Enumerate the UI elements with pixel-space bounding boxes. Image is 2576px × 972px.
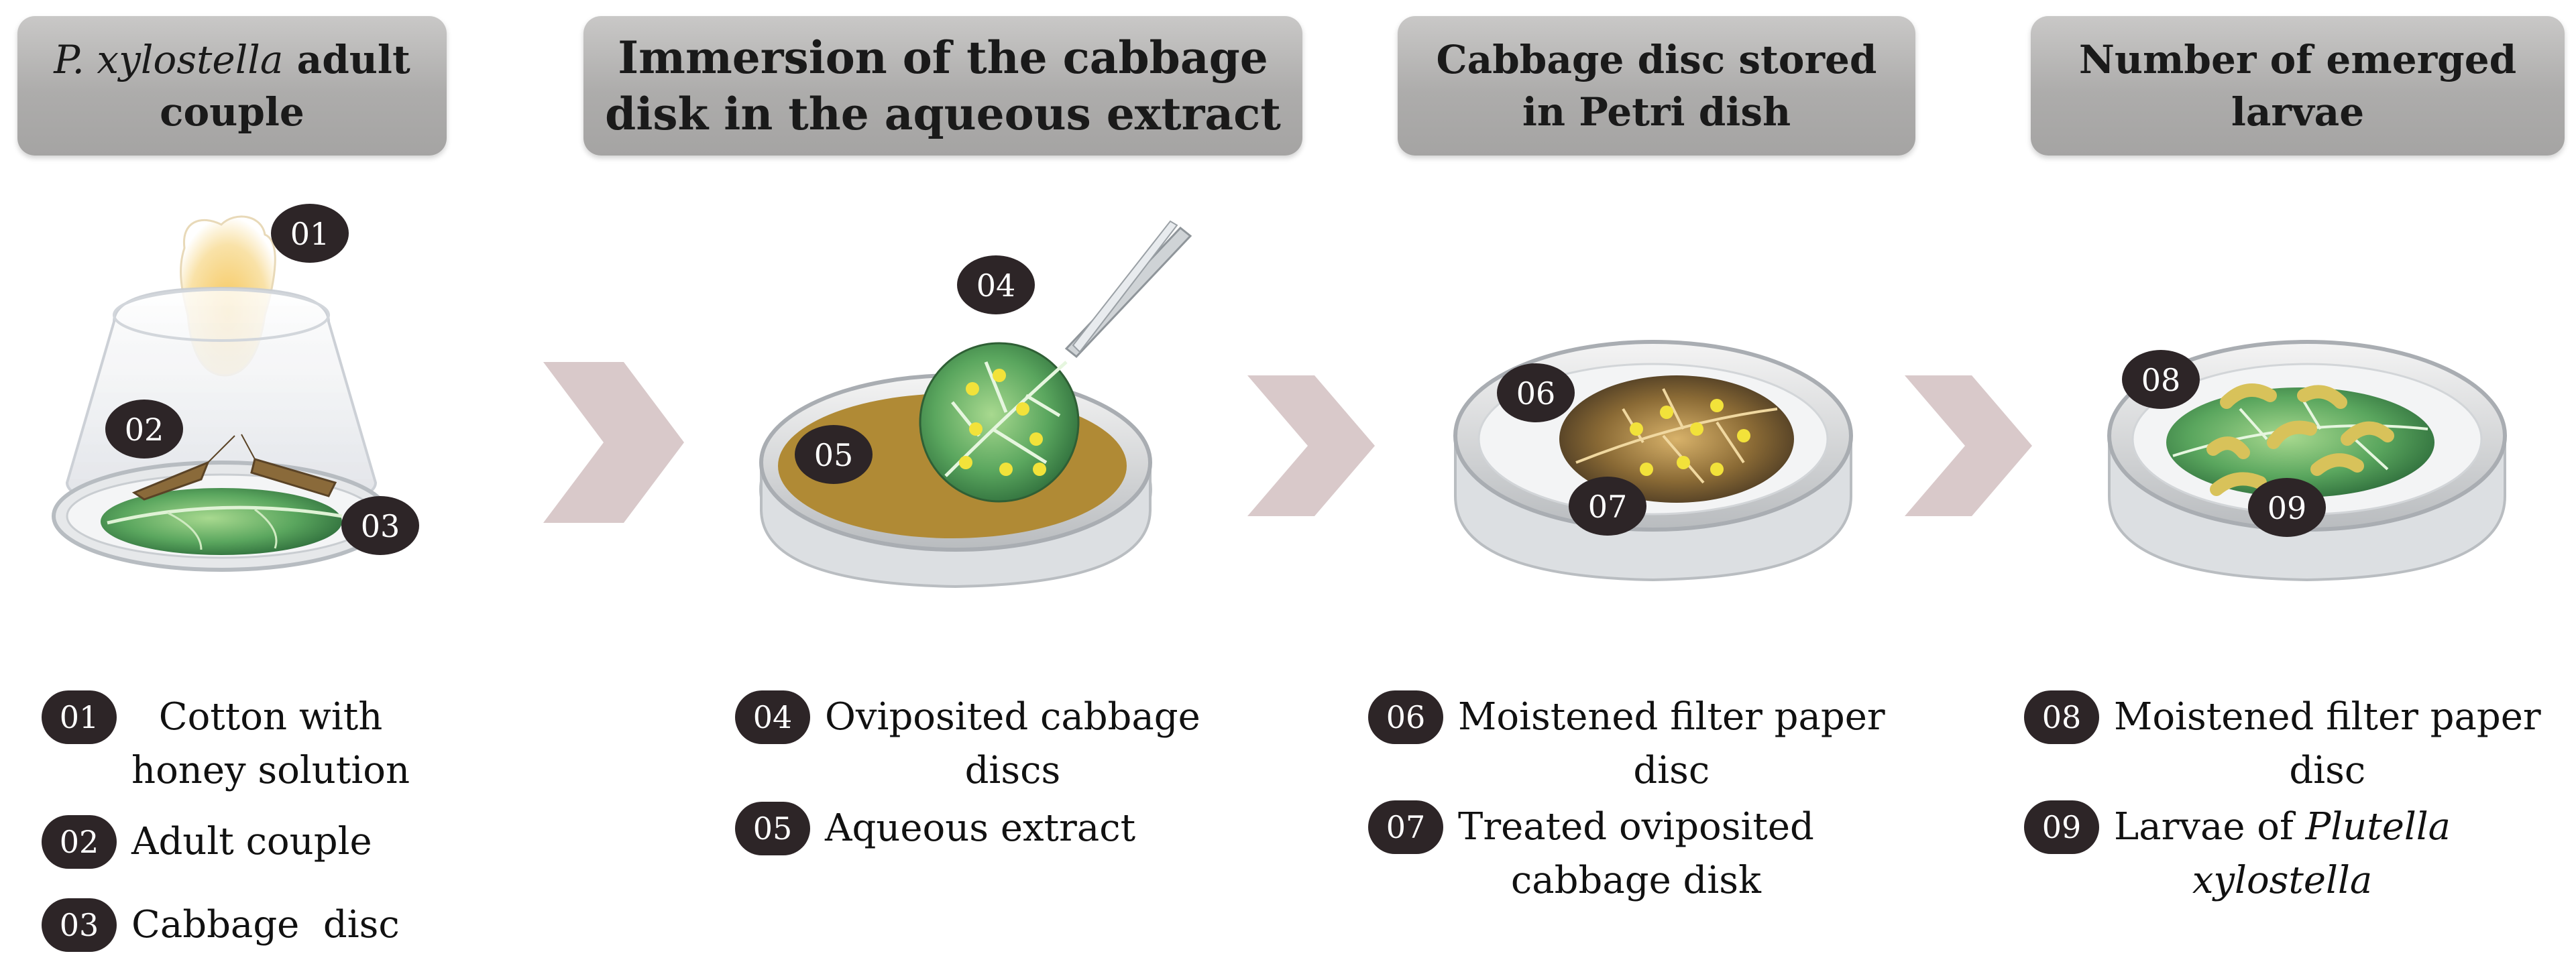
arrow-2 <box>1247 375 1375 516</box>
legend-08-line2: disc <box>2289 749 2366 792</box>
step-3-title: Cabbage disc stored in Petri dish <box>1436 37 1877 135</box>
legend-item-06: 06 Moistened filter paper disc <box>1368 690 1885 798</box>
arrow-3 <box>1905 375 2032 516</box>
legend-badge-06: 06 <box>1368 690 1443 744</box>
legend-05-text: Aqueous extract <box>825 806 1136 850</box>
legend-item-02: 02 Adult couple <box>42 815 372 869</box>
egg-cluster-2 <box>1630 399 1750 476</box>
legend-09-line1-plain: Larvae of <box>2114 805 2306 849</box>
cage-cabbage-disc <box>101 488 342 555</box>
larvae <box>2206 383 2394 496</box>
marker-08-label: 08 <box>2141 362 2181 398</box>
legend-item-04: 04 Oviposited cabbage discs <box>735 690 1200 798</box>
egg-cluster-1 <box>959 369 1046 476</box>
legend-badge-07: 07 <box>1368 800 1443 854</box>
marker-09-label: 09 <box>2267 490 2307 526</box>
legend-01-line1: Cotton with <box>158 695 383 739</box>
step-2-header: Immersion of the cabbage disk in the aqu… <box>583 16 1302 156</box>
marker-03: 03 <box>341 496 419 555</box>
treated-cabbage-disc <box>1559 375 1794 503</box>
marker-01: 01 <box>271 204 349 263</box>
legend-badge-09: 09 <box>2024 800 2099 854</box>
stored-dish <box>1453 340 1853 582</box>
legend-04-line1: Oviposited cabbage <box>825 695 1200 739</box>
step-3-header: Cabbage disc stored in Petri dish <box>1398 16 1915 156</box>
step-1-title-rest: adult couple <box>160 37 410 135</box>
illustration-canvas: 01 02 03 04 05 06 07 08 09 <box>52 204 2507 589</box>
marker-07: 07 <box>1569 477 1646 536</box>
legend-badge-04: 04 <box>735 690 810 744</box>
marker-02: 02 <box>105 400 183 459</box>
legend-03-text: Cabbage disc <box>131 903 400 947</box>
marker-05: 05 <box>795 425 873 484</box>
legend-item-09: 09 Larvae of Plutella xylostella <box>2024 800 2451 908</box>
legend-09-line1-italic: Plutella <box>2305 805 2451 849</box>
legend-07-line1: Treated oviposited <box>1458 805 1814 849</box>
adult-cage <box>52 215 391 572</box>
marker-06: 06 <box>1497 363 1575 422</box>
marker-06-label: 06 <box>1516 375 1556 412</box>
legend-badge-05: 05 <box>735 802 810 855</box>
marker-03-label: 03 <box>361 508 400 544</box>
step-4-title: Number of emerged larvae <box>2078 37 2517 135</box>
marker-05-label: 05 <box>814 437 854 473</box>
step-1-title-species: P. xylostella <box>54 37 284 82</box>
legend-item-08: 08 Moistened filter paper disc <box>2024 690 2541 798</box>
arrow-1 <box>543 362 684 523</box>
legend-item-03: 03 Cabbage disc <box>42 898 400 952</box>
legend-badge-02: 02 <box>42 815 117 869</box>
legend-01-line2: honey solution <box>131 749 410 792</box>
legend-item-07: 07 Treated oviposited cabbage disk <box>1368 800 1814 908</box>
larvae-cabbage-disc <box>2166 387 2434 497</box>
moth-left <box>131 461 210 501</box>
legend-06-line1: Moistened filter paper <box>1458 695 1885 739</box>
legend-08-line1: Moistened filter paper <box>2114 695 2541 739</box>
marker-01-label: 01 <box>290 216 330 252</box>
legend-02-text: Adult couple <box>131 820 372 863</box>
legend-badge-01: 01 <box>42 690 117 744</box>
marker-09: 09 <box>2248 478 2326 537</box>
marker-04-label: 04 <box>976 267 1016 304</box>
legend-item-01: 01 Cotton with honey solution <box>42 690 410 798</box>
moth-right <box>250 458 337 497</box>
marker-04: 04 <box>957 255 1035 314</box>
step-2-title: Immersion of the cabbage disk in the aqu… <box>605 32 1281 140</box>
legend-item-05: 05 Aqueous extract <box>735 802 1135 855</box>
marker-02-label: 02 <box>125 412 164 448</box>
legend-09-line2: xylostella <box>2192 859 2373 902</box>
legend-badge-08: 08 <box>2024 690 2099 744</box>
marker-08: 08 <box>2122 350 2200 409</box>
legend-04-line2: discs <box>964 749 1061 792</box>
step-4-header: Number of emerged larvae <box>2031 16 2565 156</box>
marker-07-label: 07 <box>1588 489 1628 525</box>
legend-badge-03: 03 <box>42 898 117 952</box>
legend-06-line2: disc <box>1633 749 1710 792</box>
step-1-header: P. xylostella adult couple <box>17 16 447 156</box>
legend-07-line2: cabbage disk <box>1510 859 1761 902</box>
